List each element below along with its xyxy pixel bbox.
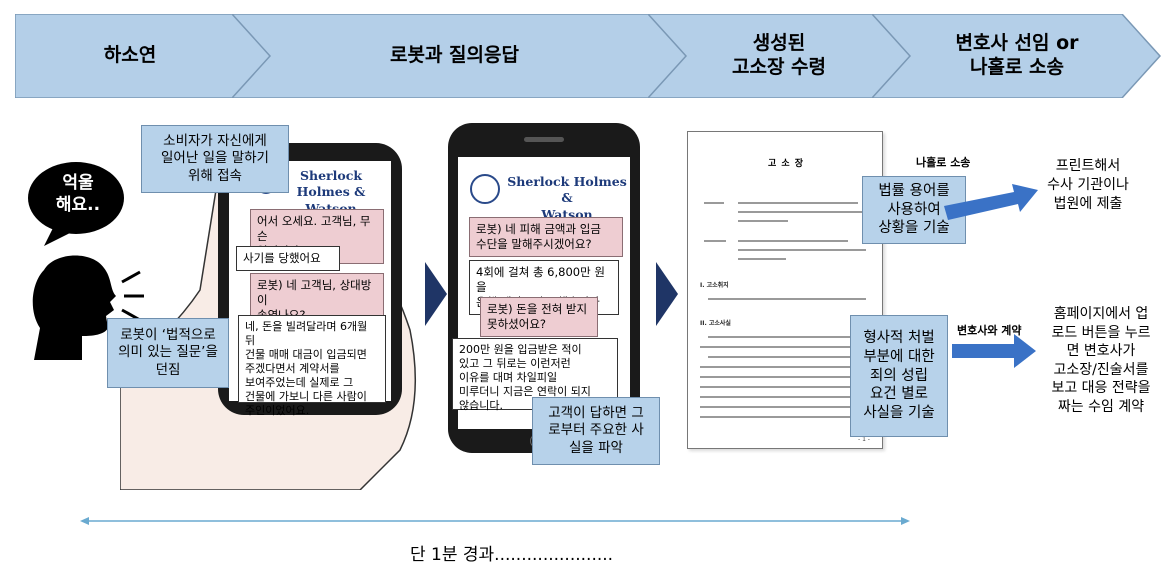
doc-text-line bbox=[700, 406, 868, 408]
chevron-shape bbox=[232, 14, 692, 98]
doc-text-line bbox=[700, 346, 868, 348]
section-heading: I. 고소취지 bbox=[700, 282, 729, 289]
doc-text-line bbox=[700, 386, 868, 388]
outcome-lawyer-contract: 홈페이지에서 업 로드 버튼을 누르 면 변호사가 고소장/진술서를 보고 대응… bbox=[1051, 306, 1151, 416]
label-self-lawsuit: 나홀로 소송 bbox=[916, 156, 971, 169]
document-title: 고 소 장 bbox=[767, 159, 805, 169]
doc-text-line bbox=[700, 416, 850, 418]
doc-text-line bbox=[700, 366, 868, 368]
doc-text-line bbox=[708, 356, 868, 358]
doc-text-line bbox=[700, 396, 868, 398]
doc-text-line bbox=[704, 202, 724, 204]
step-label: 로봇과 질의응답 bbox=[390, 44, 519, 67]
doc-text-line bbox=[738, 220, 788, 222]
chevron-shape bbox=[872, 14, 1162, 98]
chat-bubble-user: 사기를 당했어요 bbox=[236, 246, 340, 271]
person-silhouette bbox=[28, 162, 144, 360]
timeline-label: 단 1분 경과...................... bbox=[410, 545, 614, 565]
callout-crime-elements: 형사적 처벌 부분에 대한 죄의 성립 요건 별로 사실을 기술 bbox=[850, 315, 948, 437]
arrow-lawyer-icon bbox=[952, 334, 1036, 368]
doc-text-line bbox=[708, 298, 866, 300]
phone-2-title: Sherlock Holmes & Watson bbox=[507, 174, 627, 222]
step-label: 하소연 bbox=[103, 44, 157, 67]
phone-2-speaker bbox=[524, 137, 564, 142]
step-qa: 로봇과 질의응답 bbox=[232, 14, 692, 98]
step-label: 생성된 고소장 수령 bbox=[731, 32, 826, 78]
step-lawsuit: 변호사 선임 or 나홀로 소송 bbox=[872, 14, 1162, 98]
person-speech: 억울 해요.. bbox=[55, 173, 101, 216]
callout-legal-question: 로봇이 ‘법적으로 의미 있는 질문’을 던짐 bbox=[107, 318, 229, 388]
chat-bubble-user: 네, 돈을 빌려달라며 6개월 뒤 건물 매매 대금이 입금되면 주겠다면서 계… bbox=[238, 315, 386, 417]
doc-text-line bbox=[738, 249, 866, 251]
triangle-arrow-icon bbox=[656, 262, 678, 326]
timeline-arrow bbox=[80, 517, 910, 525]
doc-text-line bbox=[738, 211, 864, 213]
phone-2-logo-icon bbox=[470, 174, 500, 204]
chevron-shape bbox=[648, 14, 916, 98]
doc-text-line bbox=[708, 336, 868, 338]
step-receive: 생성된 고소장 수령 bbox=[648, 14, 916, 98]
chat-bubble-robot: 로봇) 네 피해 금액과 입금 수단을 말해주시겠어요? bbox=[469, 217, 623, 257]
callout-fact-finding: 고객이 답하면 그 로부터 주요한 사 실을 파악 bbox=[532, 397, 660, 465]
callout-access: 소비자가 자신에게 일어난 일을 말하기 위해 접속 bbox=[141, 125, 289, 193]
step-label: 변호사 선임 or 나홀로 소송 bbox=[955, 32, 1079, 78]
page-number: - 1 - bbox=[858, 436, 870, 443]
doc-text-line bbox=[738, 258, 786, 260]
doc-text-line bbox=[738, 202, 858, 204]
arrow-self-lawsuit-icon bbox=[944, 184, 1038, 220]
section-heading: II. 고소사실 bbox=[700, 320, 731, 327]
doc-text-line bbox=[738, 240, 848, 242]
chat-bubble-robot: 로봇) 돈을 전혀 받지 못하셨어요? bbox=[480, 297, 598, 337]
label-lawyer-contract: 변호사와 계약 bbox=[957, 324, 1022, 337]
outcome-self-lawsuit: 프린트해서 수사 기관이나 법원에 제출 bbox=[1047, 158, 1129, 212]
doc-text-line bbox=[700, 376, 868, 378]
doc-text-line bbox=[704, 240, 726, 242]
triangle-arrow-icon bbox=[425, 262, 447, 326]
